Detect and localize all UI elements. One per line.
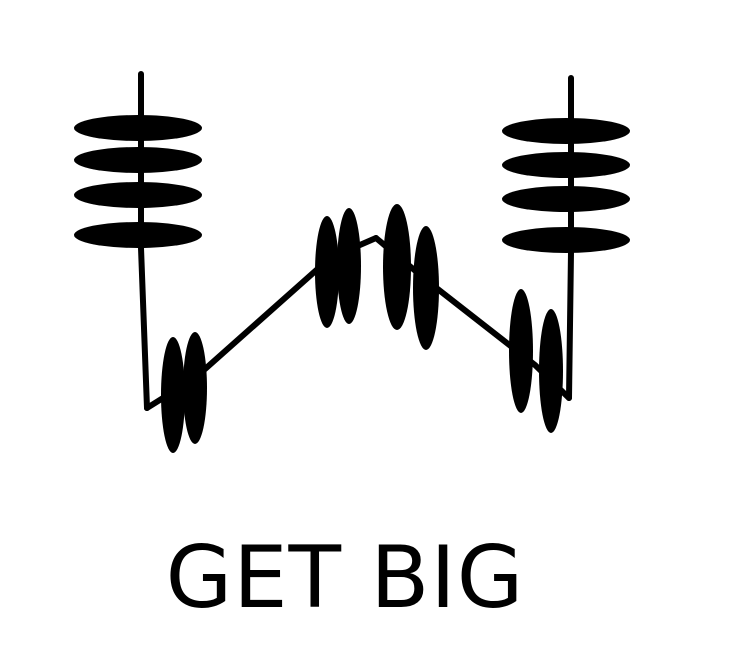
- barbell-plate-6: [413, 226, 439, 350]
- barbell-plate-4: [337, 208, 361, 324]
- left-plate-1: [74, 115, 202, 141]
- barbell-icon: [144, 204, 572, 453]
- right-dumbbell-icon: [502, 75, 630, 401]
- left-plate-2: [74, 147, 202, 173]
- barbell-plate-5: [383, 204, 411, 330]
- left-plate-4: [74, 222, 202, 248]
- barbell-plate-8: [539, 309, 563, 433]
- right-plate-4: [502, 227, 630, 253]
- barbell-plate-3: [315, 216, 339, 328]
- barbell-plate-7: [509, 289, 533, 413]
- right-plate-2: [502, 152, 630, 178]
- left-dumbbell-icon: [74, 71, 202, 411]
- right-plate-1: [502, 118, 630, 144]
- barbell-plate-2: [183, 332, 207, 444]
- get-big-caption: GET BIG: [165, 528, 525, 628]
- barbell-plate-1: [161, 337, 185, 453]
- right-plate-3: [502, 186, 630, 212]
- left-plate-3: [74, 182, 202, 208]
